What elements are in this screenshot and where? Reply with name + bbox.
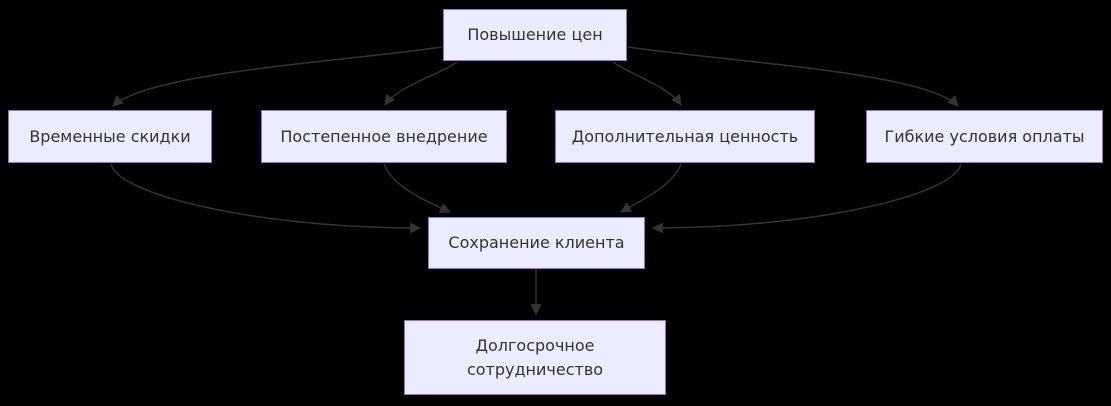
node-gradual-rollout: Постепенное внедрение <box>261 110 507 163</box>
edge-price-to-discounts <box>112 46 443 107</box>
node-price-increase: Повышение цен <box>443 9 627 61</box>
node-gradual-rollout-label: Постепенное внедрение <box>280 126 488 146</box>
node-long-term-cooperation-label: Долгосрочное сотрудничество <box>466 335 604 379</box>
node-flexible-payment-label: Гибкие условия оплаты <box>884 126 1085 146</box>
edge-price-to-gradual <box>384 61 458 106</box>
edge-discounts-to-retention <box>110 163 422 234</box>
edge-price-to-value <box>612 61 682 106</box>
node-price-increase-label: Повышение цен <box>467 25 603 44</box>
node-flexible-payment: Гибкие условия оплаты <box>866 110 1103 163</box>
edge-gradual-to-retention <box>383 163 452 214</box>
node-long-term-cooperation: Долгосрочное сотрудничество <box>404 320 666 395</box>
node-client-retention: Сохранение клиента <box>428 217 645 269</box>
node-client-retention-label: Сохранение клиента <box>448 233 625 252</box>
node-added-value: Дополнительная ценность <box>555 110 815 163</box>
node-temporary-discounts-label: Временные скидки <box>29 126 191 146</box>
node-added-value-label: Дополнительная ценность <box>571 126 799 146</box>
edge-flexible-to-retention <box>651 163 962 234</box>
edge-price-to-flexible <box>627 46 959 107</box>
node-temporary-discounts: Временные скидки <box>8 110 212 163</box>
edge-value-to-retention <box>620 163 682 213</box>
